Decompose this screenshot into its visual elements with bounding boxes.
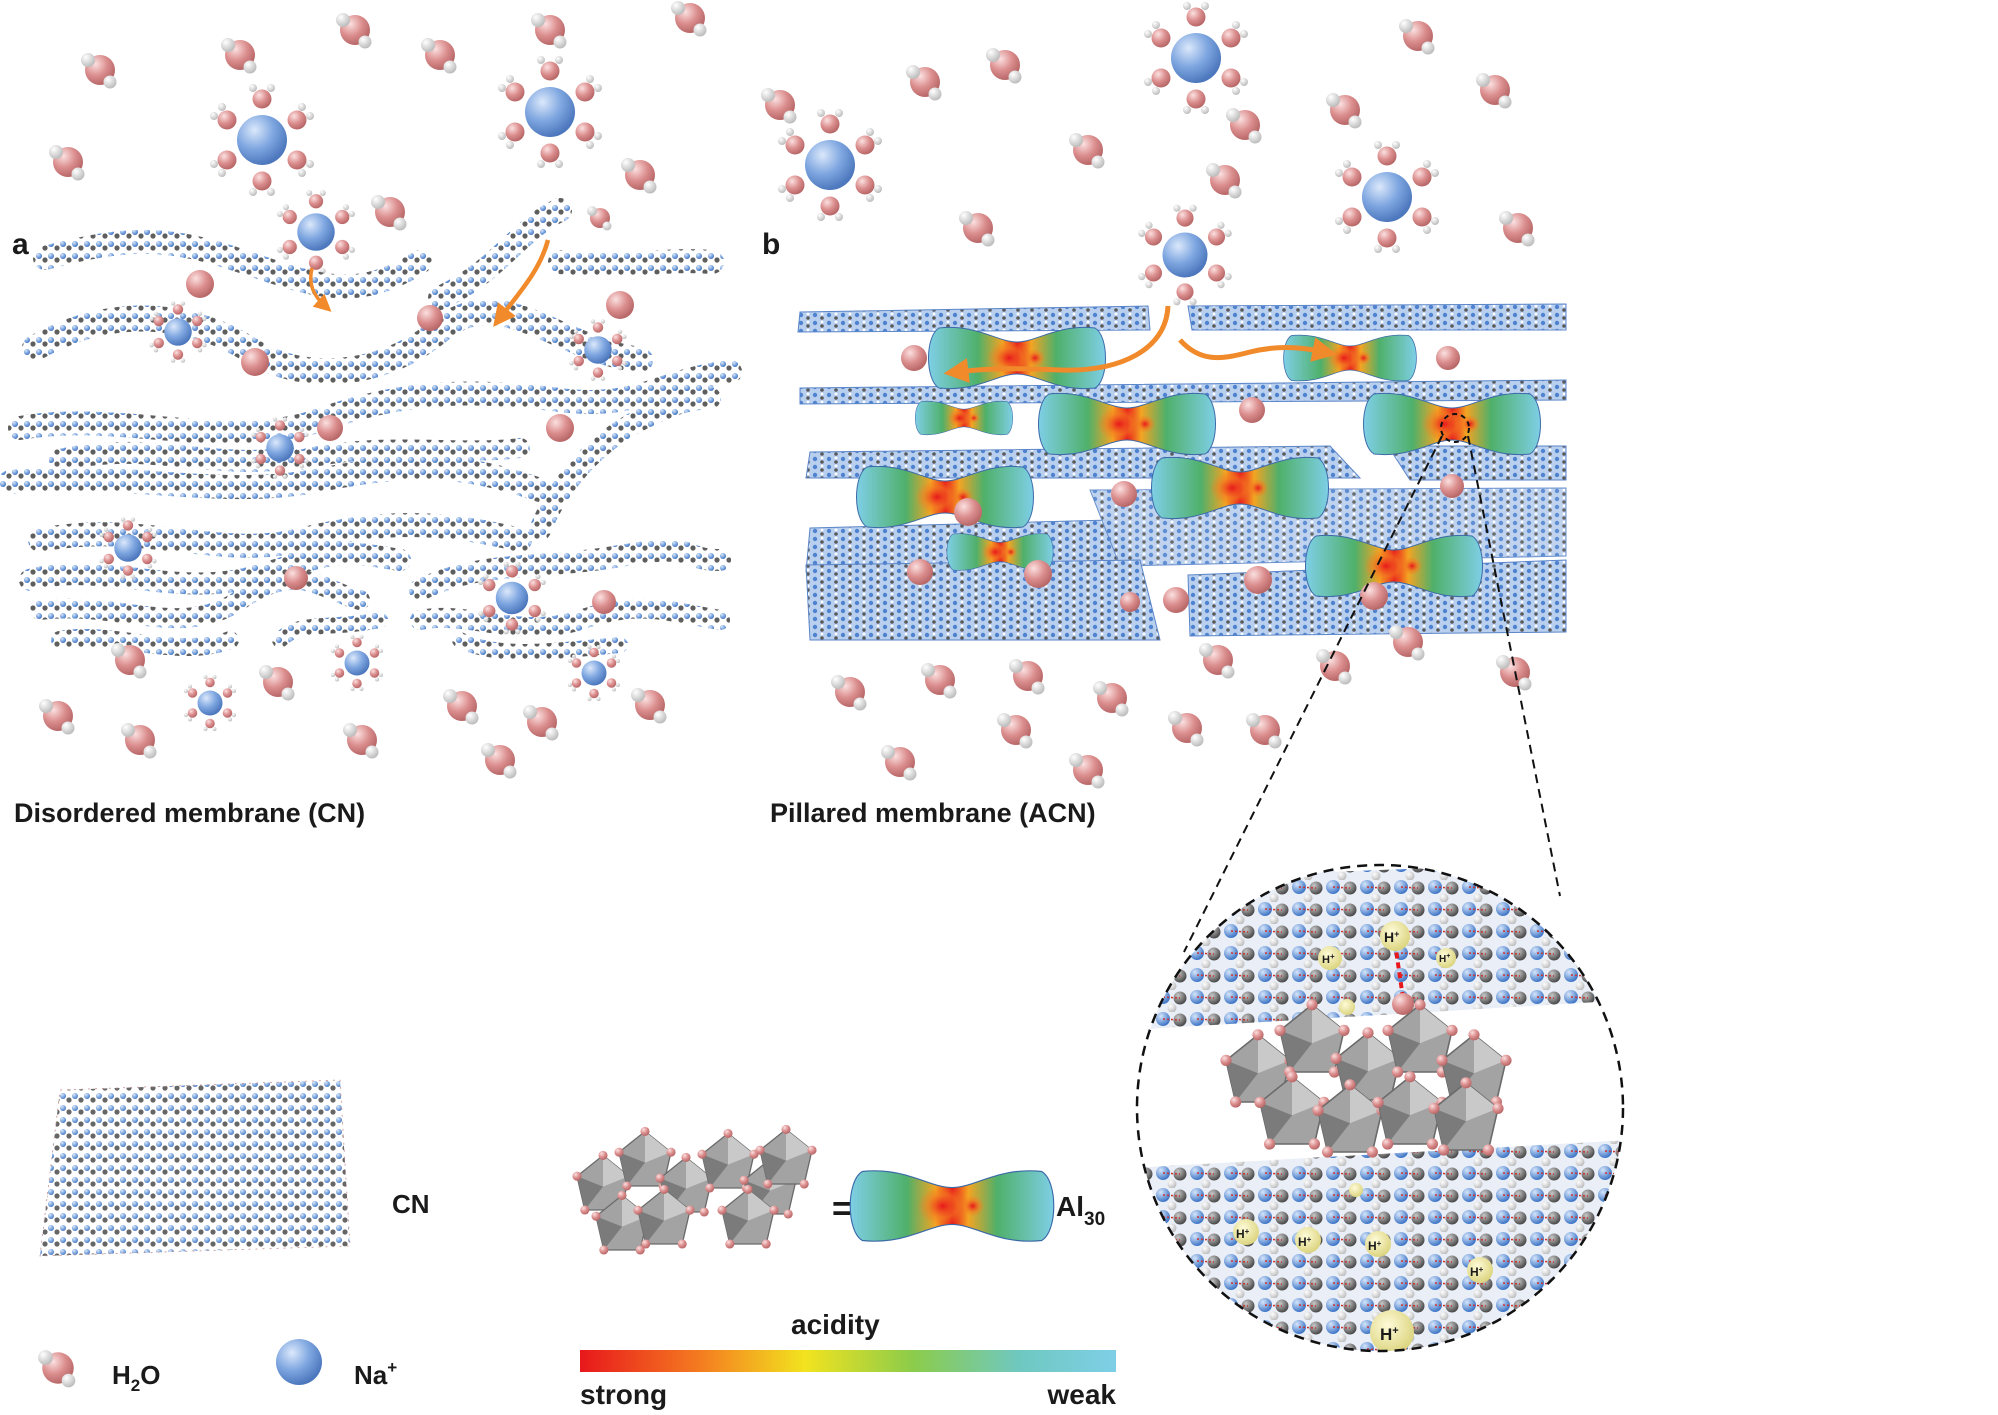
panel-a-letter: a	[12, 228, 29, 261]
colorbar-title: acidity	[791, 1309, 880, 1340]
panel-b-caption: Pillared membrane (ACN)	[770, 798, 1096, 828]
proton-label-surface-4: H+	[1470, 1265, 1484, 1279]
al30-legend-label: Al30	[1056, 1191, 1105, 1230]
colorbar-gradient	[580, 1350, 1116, 1372]
legend: CN H2O Na+ = Al30	[38, 1079, 1116, 1410]
proton-label-main: H+	[1384, 929, 1399, 945]
proton-label-surface-2: H+	[1298, 1235, 1312, 1249]
water-legend: H2O	[38, 1350, 160, 1395]
proton-sites	[1233, 921, 1493, 1351]
intercalated-species-a	[99, 270, 634, 635]
sodium-legend: Na+	[276, 1339, 397, 1390]
al30-octahedra-legend	[571, 1124, 818, 1256]
colorbar-low-label: strong	[580, 1379, 667, 1410]
cn-legend-label: CN	[392, 1189, 430, 1219]
panel-b-letter: b	[762, 228, 780, 261]
cn-sheet-legend: CN	[39, 1079, 430, 1257]
al30-legend: = Al30	[571, 1124, 1105, 1256]
sodium-legend-label: Na+	[354, 1358, 397, 1390]
ion-path-arrows-a	[309, 239, 551, 327]
water-legend-label: H2O	[112, 1360, 160, 1395]
hydrated-sodium-ions-b	[778, 2, 1439, 306]
bulk-water-bottom-right	[831, 625, 1532, 789]
proton-label-tertiary: H+	[1439, 953, 1450, 965]
ion-path-arrows-b	[943, 305, 1338, 383]
cn-strands-disordered	[0, 198, 742, 660]
panel-a-caption: Disordered membrane (CN)	[14, 798, 365, 828]
intercalated-water-b	[901, 345, 1464, 613]
proton-label-surface-3: H+	[1368, 1239, 1382, 1253]
colorbar-high-label: weak	[1047, 1379, 1117, 1410]
bulk-water-bottom-left	[39, 635, 667, 779]
panel-a: a Disordered membrane (CN)	[0, 1, 742, 828]
acidity-colorbar: acidity strong weak	[580, 1309, 1116, 1410]
proton-label-bottom: H+	[1380, 1325, 1399, 1344]
proton-label-secondary: H+	[1322, 952, 1335, 966]
al30-equals: =	[832, 1190, 852, 1228]
zoom-inset: H+ H+ H+ H+ H+ H+ H+ H+	[1135, 413, 1625, 1353]
panel-b: b Pillared membrane (ACN)	[761, 2, 1567, 828]
hydrated-sodium-ions-a	[210, 56, 602, 274]
bulk-water-top-left	[49, 1, 707, 231]
proton-label-surface-1: H+	[1236, 1227, 1250, 1241]
